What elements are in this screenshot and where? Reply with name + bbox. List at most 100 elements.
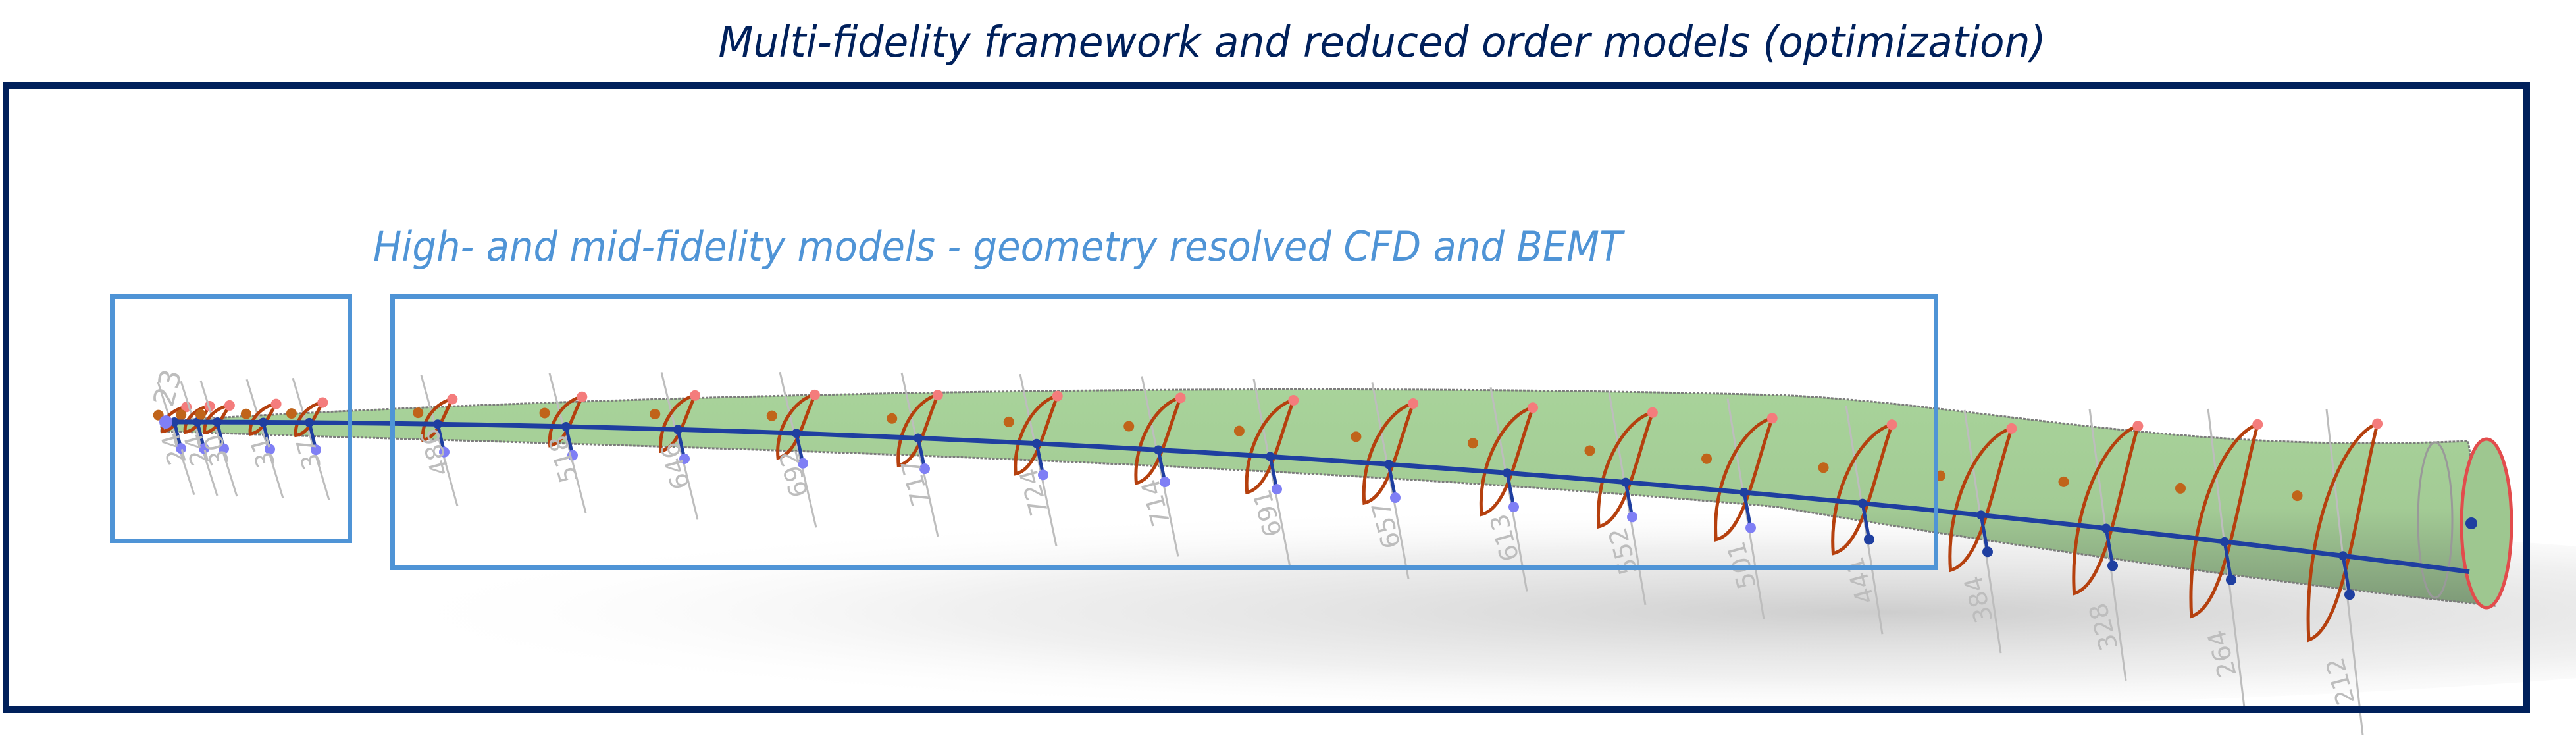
- airfoil-station: 717: [887, 372, 943, 537]
- leading-edge-marker: [1052, 390, 1063, 402]
- leading-edge-marker: [1408, 398, 1419, 409]
- orange-marker: [176, 409, 187, 421]
- leading-edge-marker: [932, 390, 943, 401]
- dimension-line: [1141, 376, 1179, 557]
- leading-edge-marker: [1766, 413, 1778, 424]
- leading-edge-marker: [2132, 421, 2144, 432]
- pitch-arm: [1156, 449, 1167, 483]
- orange-marker: [195, 409, 206, 420]
- orange-marker: [1584, 445, 1595, 456]
- leading-edge-marker: [317, 397, 328, 408]
- tip-marker: [159, 415, 172, 429]
- dimension-line: [292, 377, 330, 501]
- pitch-arm: [1035, 443, 1045, 475]
- dimension-line: [548, 373, 587, 513]
- pitch-arm-marker: [176, 443, 186, 454]
- pitch-arm-marker: [567, 450, 578, 461]
- root-inner-ring: [2417, 441, 2454, 599]
- pitch-arm-marker: [2107, 560, 2118, 571]
- pitch-arm: [1505, 472, 1516, 508]
- leading-edge-marker: [2252, 419, 2263, 430]
- multi-fidelity-framework-box: [3, 82, 2530, 713]
- leading-edge-marker: [1528, 402, 1539, 413]
- dimension-line: [157, 381, 195, 496]
- leading-edge-marker: [447, 394, 458, 405]
- pitch-arm: [1624, 482, 1634, 517]
- high-mid-fidelity-label: High- and mid-fidelity models - geometry…: [373, 223, 1623, 271]
- orange-marker: [539, 407, 550, 419]
- orange-marker: [650, 408, 661, 419]
- pitch-arm-marker: [1982, 546, 1993, 558]
- dimension-line: [779, 371, 817, 528]
- leading-edge-marker: [270, 398, 282, 409]
- pitch-arm-marker: [1864, 534, 1874, 545]
- orange-marker: [2175, 483, 2186, 494]
- leading-edge-marker: [2372, 418, 2383, 429]
- leading-edge-marker: [2006, 423, 2017, 434]
- airfoil-station: 212: [2292, 409, 2383, 735]
- orange-marker: [1351, 431, 1362, 442]
- leading-edge-marker: [1288, 394, 1299, 406]
- orange-marker: [1818, 462, 1829, 473]
- root-end-cap: [2460, 437, 2513, 610]
- pitch-arm: [1268, 456, 1279, 490]
- orange-marker: [286, 408, 297, 419]
- pitch-arm-marker: [199, 443, 209, 454]
- orange-marker: [887, 413, 898, 424]
- pitch-arm-marker: [1745, 522, 1756, 533]
- dimension-line: [420, 375, 459, 507]
- pitch-arm-marker: [2226, 574, 2236, 585]
- pitch-arm-marker: [1272, 484, 1282, 495]
- leading-edge-marker: [690, 390, 701, 401]
- pitch-arm: [2341, 555, 2352, 595]
- pitch-arm-marker: [265, 444, 275, 455]
- pitch-arm-marker: [679, 453, 690, 464]
- dimension-line: [245, 379, 284, 499]
- orange-marker: [1003, 416, 1014, 427]
- leading-edge-marker: [577, 391, 588, 402]
- pitch-arm: [1861, 503, 1871, 540]
- ground-shadow: [165, 513, 2576, 711]
- pitch-axis-line: [166, 419, 2470, 574]
- dimension-line: [900, 372, 939, 537]
- diagram-title: Multi-fidelity framework and reduced ord…: [718, 18, 2046, 67]
- pitch-arm-marker: [1390, 492, 1401, 504]
- pitch-arm-marker: [439, 446, 450, 458]
- leading-edge-marker: [224, 400, 235, 411]
- high-mid-fidelity-box: [390, 294, 1938, 570]
- pitch-arm-marker: [1038, 469, 1048, 481]
- orange-marker: [1233, 425, 1245, 436]
- orange-marker: [2292, 490, 2303, 502]
- pitch-arm: [1742, 492, 1753, 529]
- pitch-arm-marker: [2344, 589, 2355, 600]
- leading-edge-marker: [809, 389, 820, 400]
- airfoil-station: 30: [195, 380, 238, 497]
- orange-marker: [1467, 438, 1478, 449]
- pitch-arm-marker: [1160, 477, 1170, 488]
- tip-region-box: [110, 294, 352, 543]
- pitch-arm: [1387, 463, 1397, 498]
- pitch-arm-marker: [919, 463, 930, 475]
- orange-marker: [413, 407, 424, 419]
- pitch-arm-marker: [1508, 502, 1519, 513]
- dimension-line: [1019, 373, 1058, 546]
- dimension-line: [660, 372, 699, 520]
- pitch-arm: [2223, 541, 2233, 581]
- pitch-arm-marker: [798, 458, 808, 469]
- orange-marker: [1123, 421, 1135, 432]
- dimension-line: [180, 381, 219, 496]
- pitch-arm-marker: [311, 444, 321, 456]
- orange-marker: [1701, 453, 1713, 464]
- orange-marker: [2058, 476, 2069, 487]
- dimension-line: [199, 380, 238, 497]
- pitch-arm: [2104, 528, 2115, 566]
- leading-edge-marker: [1886, 419, 1897, 431]
- leading-edge-marker: [1175, 392, 1186, 404]
- pitch-arm-marker: [1627, 512, 1637, 523]
- pitch-arm: [1979, 514, 1990, 552]
- orange-marker: [766, 410, 777, 421]
- pitch-arm-marker: [219, 443, 229, 454]
- orange-marker: [240, 408, 251, 419]
- leading-edge-marker: [1647, 407, 1658, 418]
